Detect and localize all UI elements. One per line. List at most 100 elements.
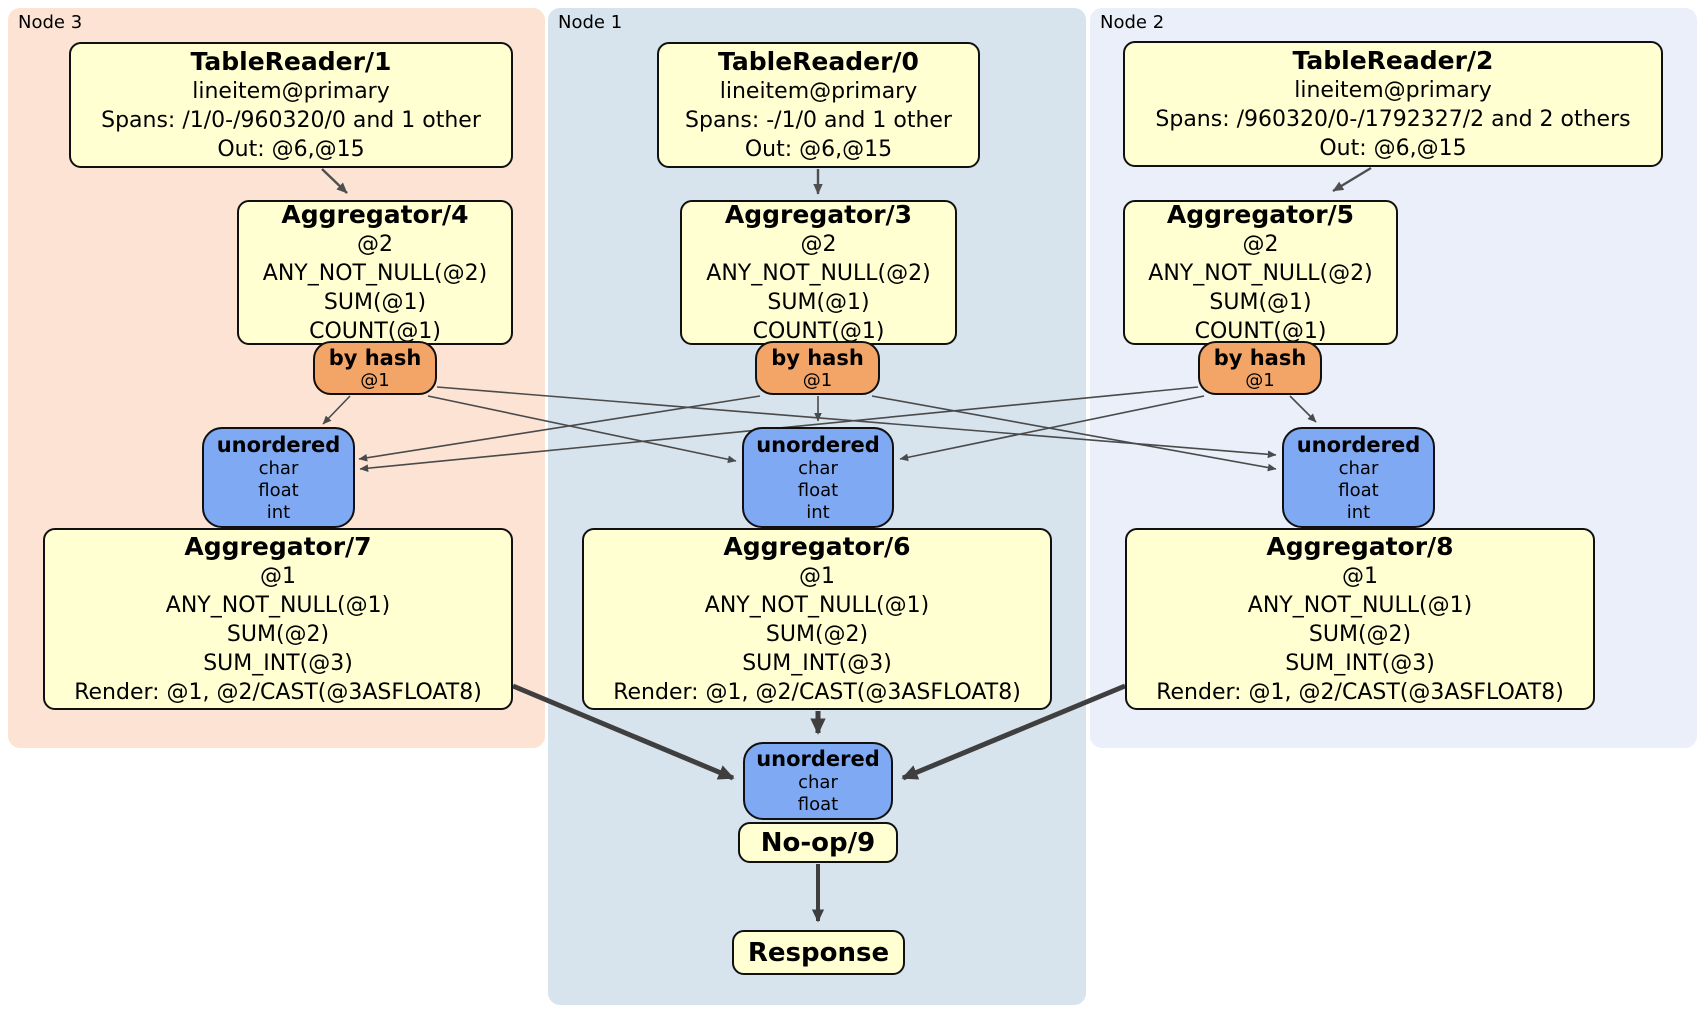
tablereader-2-box: TableReader/2 lineitem@primary Spans: /9… <box>1123 41 1663 167</box>
tablereader-2-spans: Spans: /960320/0-/1792327/2 and 2 others <box>1155 107 1631 132</box>
noop-9-box: No-op/9 <box>738 822 898 863</box>
tablereader-2-out: Out: @6,@15 <box>1319 136 1467 161</box>
aggregator-6-fn2: SUM(@2) <box>765 622 869 647</box>
aggregator-4-fn3: COUNT(@1) <box>309 319 441 344</box>
tablereader-1-index: lineitem@primary <box>192 79 390 104</box>
edge-router2-sync1 <box>899 395 1205 462</box>
unordered-sync-node1-type2: float <box>797 479 839 501</box>
unordered-sync-final-type1: char <box>798 772 838 793</box>
edge-router2-sync2 <box>1289 395 1317 423</box>
aggregator-4-box: Aggregator/4 @2 ANY_NOT_NULL(@2) SUM(@1)… <box>237 200 513 345</box>
hash-router-node1-cols: @1 <box>802 370 833 391</box>
unordered-sync-node2-type3: int <box>1346 501 1371 523</box>
unordered-sync-node3-type2: float <box>258 479 299 501</box>
aggregator-3-box: Aggregator/3 @2 ANY_NOT_NULL(@2) SUM(@1)… <box>680 200 957 345</box>
node1-label: Node 1 <box>558 12 623 33</box>
tablereader-0-out: Out: @6,@15 <box>744 137 893 162</box>
noop-9-title: No-op/9 <box>760 827 876 858</box>
aggregator-7-fn2: SUM(@2) <box>226 622 330 647</box>
unordered-sync-node3: unordered char float int <box>202 427 355 528</box>
aggregator-7-box: Aggregator/7 @1 ANY_NOT_NULL(@1) SUM(@2)… <box>43 528 513 710</box>
unordered-sync-node1-type3: int <box>806 501 830 523</box>
edge-router1-sync3 <box>358 395 761 462</box>
aggregator-6-groupcols: @1 <box>799 564 835 589</box>
hash-router-node2-cols: @1 <box>1245 370 1275 391</box>
unordered-sync-node3-label: unordered <box>216 432 341 457</box>
response-title: Response <box>747 937 890 968</box>
node3-label: Node 3 <box>18 12 83 33</box>
unordered-sync-node2-type2: float <box>1338 479 1379 501</box>
hash-router-node3-cols: @1 <box>360 370 390 391</box>
hash-router-node2-label: by hash <box>1213 346 1307 370</box>
aggregator-7-title: Aggregator/7 <box>184 532 372 561</box>
aggregator-6-render: Render: @1, @2/CAST(@3ASFLOAT8) <box>613 680 1021 705</box>
aggregator-5-fn3: COUNT(@1) <box>1194 319 1327 344</box>
hash-router-node1-label: by hash <box>771 346 864 370</box>
hash-router-node3: by hash @1 <box>313 341 437 395</box>
aggregator-3-title: Aggregator/3 <box>724 200 913 229</box>
edge-router3-sync3 <box>322 395 351 425</box>
aggregator-6-title: Aggregator/6 <box>723 532 911 561</box>
tablereader-0-box: TableReader/0 lineitem@primary Spans: -/… <box>657 42 980 168</box>
aggregator-5-groupcols: @2 <box>1242 232 1279 257</box>
aggregator-8-fn2: SUM(@2) <box>1308 622 1412 647</box>
aggregator-3-fn2: SUM(@1) <box>767 290 870 315</box>
unordered-sync-node1: unordered char float int <box>742 427 894 528</box>
tablereader-1-title: TableReader/1 <box>190 47 392 76</box>
tablereader-1-box: TableReader/1 lineitem@primary Spans: /1… <box>69 42 513 168</box>
aggregator-5-box: Aggregator/5 @2 ANY_NOT_NULL(@2) SUM(@1)… <box>1123 200 1398 345</box>
aggregator-7-fn1: ANY_NOT_NULL(@1) <box>165 593 391 618</box>
aggregator-7-fn3: SUM_INT(@3) <box>203 651 353 676</box>
aggregator-8-title: Aggregator/8 <box>1266 532 1454 561</box>
unordered-sync-node2: unordered char float int <box>1282 427 1435 528</box>
aggregator-8-groupcols: @1 <box>1342 564 1378 589</box>
hash-router-node1: by hash @1 <box>755 341 880 395</box>
edge-tr2-agg5 <box>1332 166 1372 193</box>
unordered-sync-node3-type3: int <box>266 501 291 523</box>
tablereader-1-out: Out: @6,@15 <box>217 137 365 162</box>
unordered-sync-node2-label: unordered <box>1296 432 1421 457</box>
aggregator-4-title: Aggregator/4 <box>281 200 469 229</box>
unordered-sync-final-type2: float <box>797 794 839 815</box>
response-box: Response <box>732 930 905 975</box>
aggregator-5-fn1: ANY_NOT_NULL(@2) <box>1148 261 1373 286</box>
aggregator-7-groupcols: @1 <box>260 564 296 589</box>
aggregator-6-fn1: ANY_NOT_NULL(@1) <box>704 593 930 618</box>
tablereader-2-title: TableReader/2 <box>1292 46 1494 75</box>
aggregator-8-render: Render: @1, @2/CAST(@3ASFLOAT8) <box>1156 680 1564 705</box>
unordered-sync-final: unordered char float <box>743 742 893 820</box>
tablereader-0-spans: Spans: -/1/0 and 1 other <box>685 108 952 133</box>
edge-router3-sync1 <box>427 395 737 464</box>
aggregator-3-groupcols: @2 <box>800 232 837 257</box>
aggregator-3-fn1: ANY_NOT_NULL(@2) <box>706 261 931 286</box>
aggregator-5-fn2: SUM(@1) <box>1209 290 1312 315</box>
aggregator-8-fn1: ANY_NOT_NULL(@1) <box>1247 593 1473 618</box>
unordered-sync-node2-type1: char <box>1338 457 1379 479</box>
edge-tr1-agg4 <box>321 168 348 194</box>
aggregator-4-groupcols: @2 <box>357 232 393 257</box>
aggregator-4-fn1: ANY_NOT_NULL(@2) <box>262 261 488 286</box>
aggregator-6-fn3: SUM_INT(@3) <box>742 651 892 676</box>
aggregator-8-box: Aggregator/8 @1 ANY_NOT_NULL(@1) SUM(@2)… <box>1125 528 1595 710</box>
unordered-sync-node3-type1: char <box>258 457 299 479</box>
aggregator-7-render: Render: @1, @2/CAST(@3ASFLOAT8) <box>74 680 482 705</box>
tablereader-2-index: lineitem@primary <box>1294 78 1492 103</box>
unordered-sync-node1-type1: char <box>798 457 838 479</box>
unordered-sync-node1-label: unordered <box>756 432 880 457</box>
edge-router1-sync2 <box>871 395 1277 472</box>
tablereader-0-index: lineitem@primary <box>719 79 918 104</box>
edge-agg8-syncfinal <box>901 683 1126 781</box>
tablereader-0-title: TableReader/0 <box>718 47 919 76</box>
hash-router-node3-label: by hash <box>328 346 422 370</box>
aggregator-6-box: Aggregator/6 @1 ANY_NOT_NULL(@1) SUM(@2)… <box>582 528 1052 710</box>
aggregator-3-fn3: COUNT(@1) <box>752 319 885 344</box>
unordered-sync-final-label: unordered <box>756 747 880 771</box>
aggregator-4-fn2: SUM(@1) <box>323 290 427 315</box>
edge-agg7-syncfinal <box>512 683 735 781</box>
hash-router-node2: by hash @1 <box>1198 341 1322 395</box>
aggregator-8-fn3: SUM_INT(@3) <box>1285 651 1435 676</box>
tablereader-1-spans: Spans: /1/0-/960320/0 and 1 other <box>101 108 481 133</box>
aggregator-5-title: Aggregator/5 <box>1166 200 1355 229</box>
